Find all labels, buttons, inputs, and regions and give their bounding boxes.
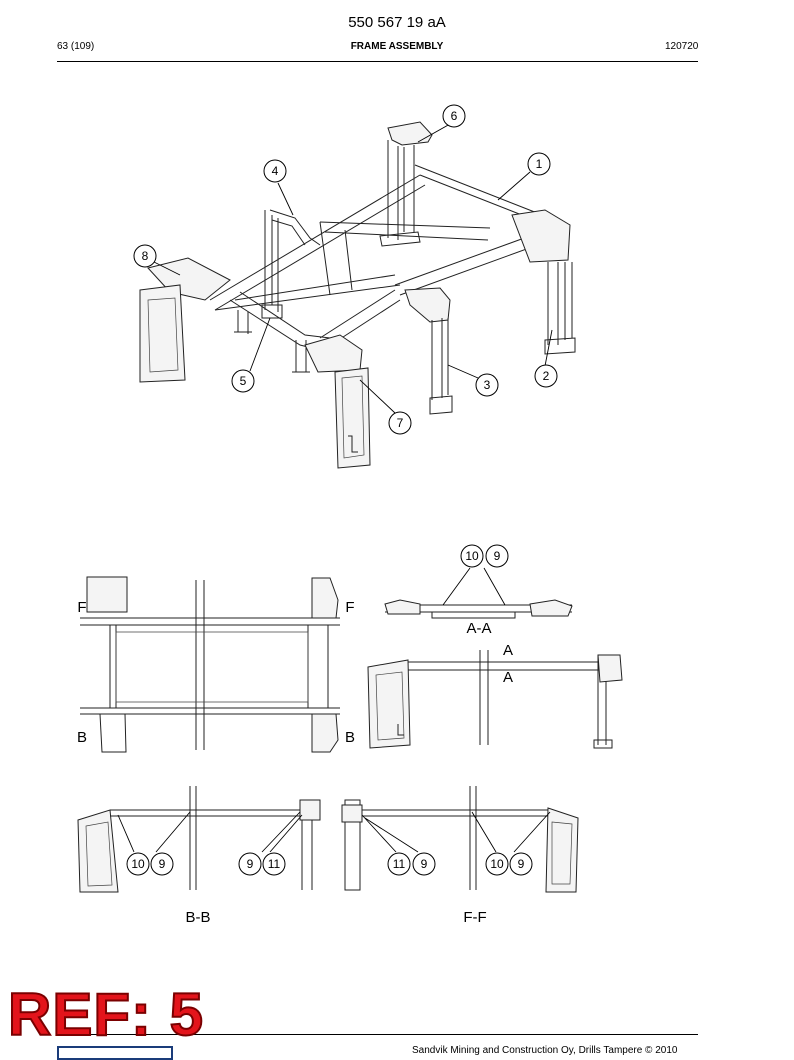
svg-text:B: B [77, 729, 87, 746]
callout-5[interactable]: 5 [231, 369, 255, 393]
view-b-b: 10 9 9 11 B-B [77, 786, 321, 926]
svg-text:4: 4 [272, 164, 279, 178]
callout-b-b-9a[interactable]: 9 [150, 852, 174, 876]
callout-7[interactable]: 7 [388, 411, 412, 435]
callout-a-a-10[interactable]: 10 [460, 544, 484, 568]
svg-text:10: 10 [465, 549, 479, 563]
svg-text:3: 3 [484, 378, 491, 392]
svg-text:2: 2 [543, 369, 550, 383]
svg-text:F: F [77, 599, 86, 616]
page-title: FRAME ASSEMBLY [350, 41, 444, 52]
callout-b-b-11[interactable]: 11 [262, 852, 286, 876]
plan-view [80, 576, 340, 753]
isometric-view [139, 121, 576, 469]
callout-b-b-10[interactable]: 10 [126, 852, 150, 876]
header-rule [57, 61, 698, 62]
callout-f-f-9b[interactable]: 9 [509, 852, 533, 876]
copyright-text: Sandvik Mining and Construction Oy, Dril… [412, 1045, 678, 1056]
sandvik-logo [57, 1046, 173, 1060]
view-f-f: 11 9 10 9 F-F [341, 786, 579, 926]
svg-text:6: 6 [451, 109, 458, 123]
svg-text:10: 10 [131, 857, 145, 871]
callout-6[interactable]: 6 [442, 104, 466, 128]
callout-a-a-9[interactable]: 9 [485, 544, 509, 568]
ref-stamp: REF: 5 [7, 981, 205, 1048]
footer-rule [57, 1034, 698, 1035]
plan-section-markers: F F B B [77, 599, 355, 746]
page-number: 63 (109) [57, 41, 95, 52]
svg-text:9: 9 [421, 857, 428, 871]
document-number: 550 567 19 aA [348, 14, 446, 31]
iso-callouts: 1 2 3 4 5 6 7 8 [133, 104, 558, 435]
view-a-a: 10 9 A-A [384, 544, 573, 637]
callout-f-f-11[interactable]: 11 [387, 852, 411, 876]
svg-text:A: A [503, 642, 513, 659]
svg-text:11: 11 [393, 857, 406, 871]
callout-4[interactable]: 4 [263, 159, 287, 183]
callout-2[interactable]: 2 [534, 364, 558, 388]
svg-text:1: 1 [536, 157, 543, 171]
side-view: A A [367, 642, 623, 749]
svg-text:9: 9 [159, 857, 166, 871]
callout-f-f-9a[interactable]: 9 [412, 852, 436, 876]
svg-text:F: F [345, 599, 354, 616]
svg-text:8: 8 [142, 249, 149, 263]
svg-text:9: 9 [247, 857, 254, 871]
callout-b-b-9b[interactable]: 9 [238, 852, 262, 876]
callout-1[interactable]: 1 [527, 152, 551, 176]
document-date: 120720 [665, 41, 699, 52]
callout-3[interactable]: 3 [475, 373, 499, 397]
view-f-f-label: F-F [463, 909, 486, 926]
svg-text:10: 10 [490, 857, 504, 871]
callout-f-f-10[interactable]: 10 [485, 852, 509, 876]
svg-text:7: 7 [397, 416, 404, 430]
view-b-b-label: B-B [185, 909, 210, 926]
callout-8[interactable]: 8 [133, 244, 157, 268]
svg-text:A: A [503, 669, 513, 686]
svg-text:9: 9 [518, 857, 525, 871]
svg-text:5: 5 [240, 374, 247, 388]
svg-text:9: 9 [494, 549, 501, 563]
svg-text:11: 11 [268, 857, 281, 871]
svg-text:B: B [345, 729, 355, 746]
view-a-a-label: A-A [466, 620, 491, 637]
